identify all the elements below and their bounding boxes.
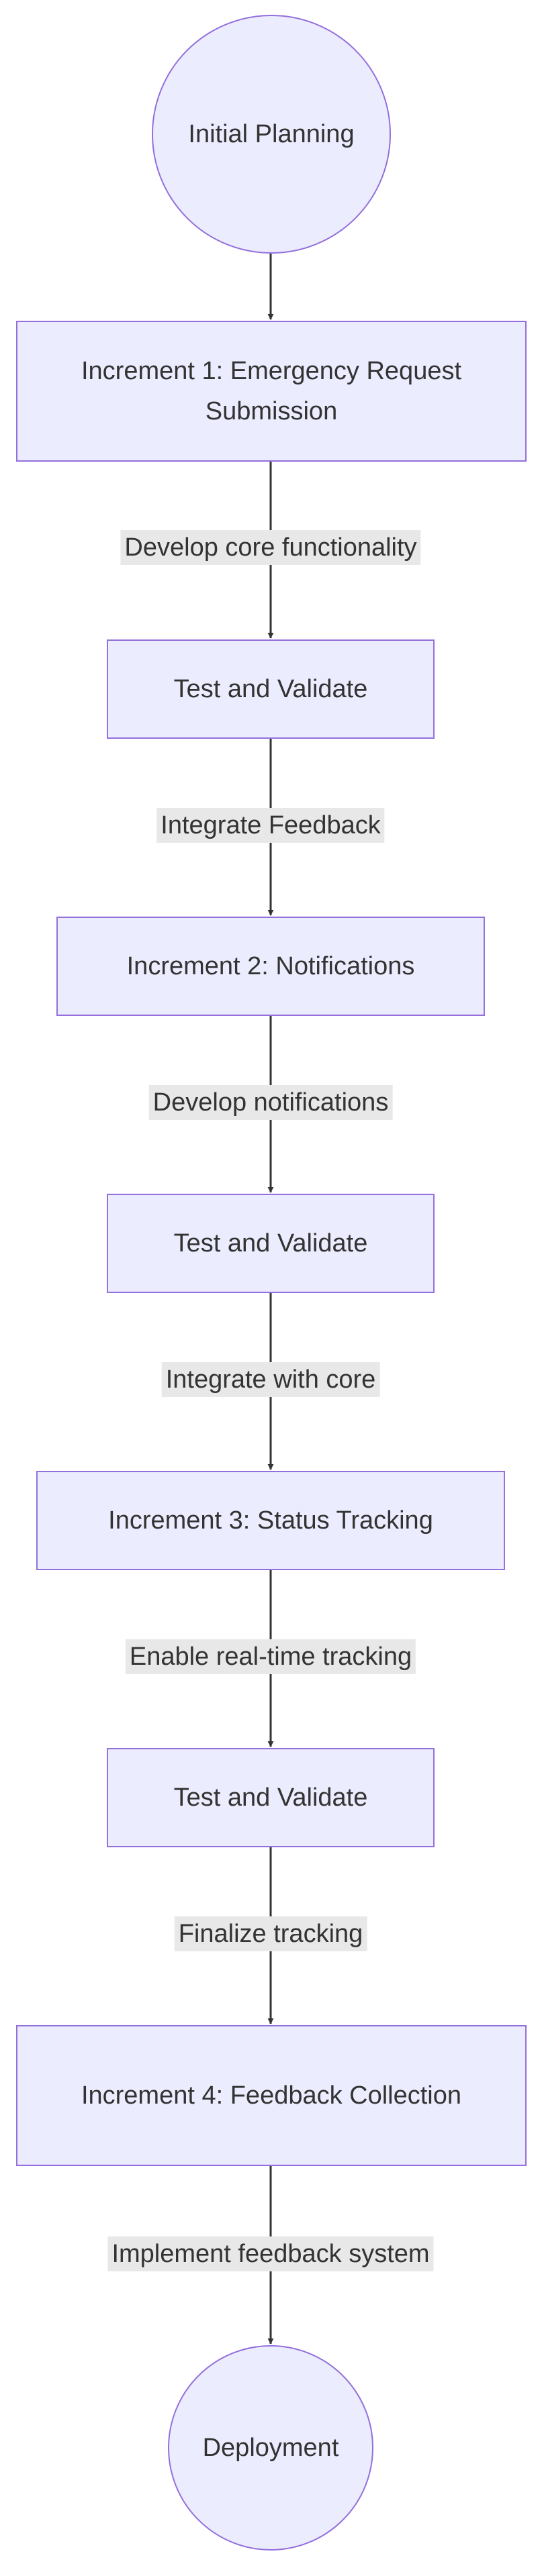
edge-label-integrate-feedback: Integrate Feedback — [156, 808, 385, 843]
edge-label-integrate-core: Integrate with core — [161, 1362, 380, 1397]
node-increment-1-label: Increment 1: Emergency Request Submissio… — [81, 357, 462, 425]
edge-label-finalize-tracking: Finalize tracking — [174, 1916, 367, 1951]
node-increment-3-label: Increment 3: Status Tracking — [108, 1506, 433, 1535]
node-increment-1: Increment 1: Emergency Request Submissio… — [16, 321, 527, 462]
node-test-validate-2-label: Test and Validate — [173, 1229, 368, 1257]
node-initial-planning-label: Initial Planning — [188, 120, 355, 148]
node-deployment-label: Deployment — [202, 2434, 339, 2462]
edge-label-real-time-tracking: Enable real-time tracking — [125, 1639, 416, 1674]
node-increment-2: Increment 2: Notifications — [56, 917, 485, 1016]
node-test-validate-1: Test and Validate — [107, 639, 435, 739]
node-initial-planning: Initial Planning — [152, 15, 391, 254]
node-test-validate-3: Test and Validate — [107, 1748, 435, 1847]
node-increment-4: Increment 4: Feedback Collection — [16, 2025, 527, 2166]
edge-label-feedback-system: Implement feedback system — [107, 2236, 434, 2271]
edge-label-develop-notifications: Develop notifications — [148, 1085, 393, 1120]
node-test-validate-2: Test and Validate — [107, 1194, 435, 1293]
node-test-validate-3-label: Test and Validate — [173, 1784, 368, 1812]
node-increment-3: Increment 3: Status Tracking — [36, 1471, 505, 1570]
edge-label-develop-core: Develop core functionality — [120, 530, 421, 565]
node-test-validate-1-label: Test and Validate — [173, 675, 368, 703]
node-increment-4-label: Increment 4: Feedback Collection — [81, 2081, 462, 2110]
node-deployment: Deployment — [168, 2345, 373, 2551]
node-increment-2-label: Increment 2: Notifications — [126, 952, 415, 980]
